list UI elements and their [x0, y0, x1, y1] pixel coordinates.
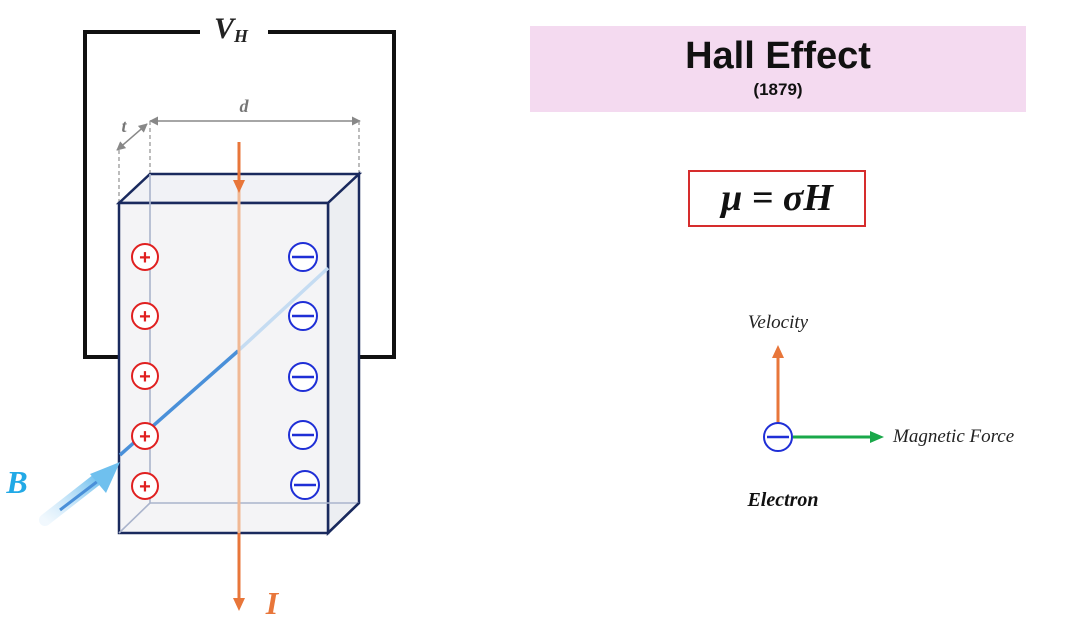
current-label: I: [265, 585, 280, 621]
width-label: d: [240, 96, 250, 116]
force-arrowhead: [870, 431, 884, 443]
field-label: B: [5, 464, 27, 500]
positive-charge: +: [131, 302, 159, 330]
positive-charge: +: [131, 362, 159, 390]
force-label: Magnetic Force: [892, 426, 1014, 447]
page-title: Hall Effect: [685, 35, 871, 77]
svg-text:+: +: [139, 476, 151, 498]
year-label: (1879): [753, 80, 803, 99]
positive-charge: +: [131, 472, 159, 500]
negative-charge: [288, 420, 318, 450]
field-arrowhead: [90, 462, 120, 493]
negative-charge: [288, 362, 318, 392]
negative-charge: [290, 470, 320, 500]
negative-charge: [288, 301, 318, 331]
voltage-wire: [83, 30, 200, 359]
electron-symbol: [763, 422, 793, 452]
magnetic-field-line: [236, 266, 330, 353]
slab-edge: [327, 502, 360, 534]
thickness-dimension: [116, 123, 148, 151]
slab-side-face: [326, 171, 361, 536]
velocity-arrowhead: [772, 345, 784, 358]
velocity-label: Velocity: [748, 312, 809, 333]
voltage-wire-right: [268, 30, 396, 359]
positive-charge: +: [131, 243, 159, 271]
current-arrowhead-bottom: [233, 598, 245, 611]
hall-formula: μ = σH: [688, 170, 866, 227]
svg-text:+: +: [139, 247, 151, 269]
slab-hidden-edge: [118, 502, 151, 534]
field-arrow-tail: [39, 471, 106, 526]
svg-text:+: +: [139, 366, 151, 388]
current-arrowhead-top: [233, 180, 245, 193]
voltage-label: VH: [214, 12, 249, 46]
title-box: Hall Effect (1879): [530, 26, 1026, 112]
svg-text:+: +: [139, 426, 151, 448]
positive-charge: +: [131, 422, 159, 450]
thickness-label: t: [121, 116, 127, 136]
svg-text:+: +: [139, 306, 151, 328]
electron-label: Electron: [746, 489, 818, 511]
negative-charge: [288, 242, 318, 272]
